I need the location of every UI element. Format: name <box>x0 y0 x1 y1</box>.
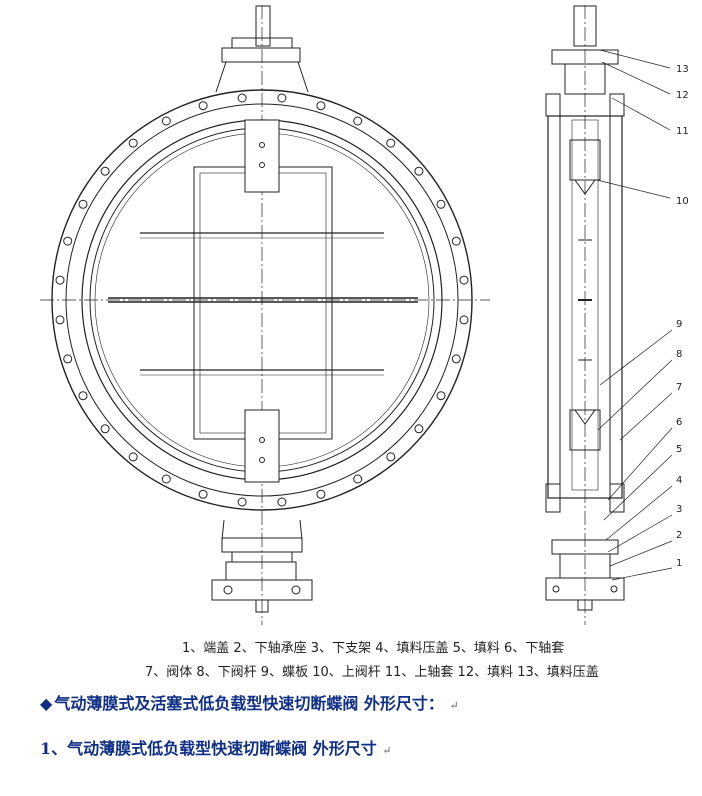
part-number-10: 10 <box>676 196 689 207</box>
heading-2-text: 1、气动薄膜式低负载型快速切断蝶阀 外形尺寸 <box>40 739 377 758</box>
part-number-13: 13 <box>676 64 689 75</box>
part-number-labels: 13 12 11 10 9 8 7 6 5 4 3 2 1 <box>676 64 689 569</box>
bolt-hole <box>459 275 469 285</box>
bolt-hole <box>414 424 424 434</box>
bullet-icon: ◆ <box>40 694 53 713</box>
part-number-4: 4 <box>676 475 682 486</box>
bolt-hole <box>78 199 88 209</box>
bolt-hole <box>436 391 446 401</box>
side-view <box>545 5 625 625</box>
part-number-3: 3 <box>676 504 682 515</box>
bolt-hole <box>414 166 424 176</box>
paragraph-mark-icon: ↵ <box>382 744 392 757</box>
part-number-1: 1 <box>676 558 682 569</box>
bolt-hole <box>316 101 326 111</box>
bolt-hole <box>198 489 208 499</box>
bolt-hole <box>353 116 363 126</box>
bolt-hole <box>198 101 208 111</box>
part-number-9: 9 <box>676 319 682 330</box>
bolt-hole <box>459 315 469 325</box>
front-view <box>51 5 473 613</box>
part-number-7: 7 <box>676 382 682 393</box>
part-number-8: 8 <box>676 349 682 360</box>
bolt-hole <box>436 199 446 209</box>
heading-1-text: 气动薄膜式及活塞式低负载型快速切断蝶阀 外形尺寸： <box>54 694 444 713</box>
legend-line-2: 7、阀体 8、下阀杆 9、蝶板 10、上阀杆 11、上轴套 12、填料 13、填… <box>145 665 599 680</box>
legend-line-1: 1、端盖 2、下轴承座 3、下支架 4、填料压盖 5、填料 6、下轴套 <box>182 641 565 656</box>
part-number-2: 2 <box>676 530 682 541</box>
bolt-hole <box>100 424 110 434</box>
bolt-hole <box>386 452 396 462</box>
valve-drawing: 13 12 11 10 9 8 7 6 5 4 3 2 1 <box>40 5 689 625</box>
bolt-hole <box>237 93 247 103</box>
bolt-hole <box>55 315 65 325</box>
bolt-hole <box>316 489 326 499</box>
part-number-5: 5 <box>676 444 682 455</box>
bolt-hole <box>63 354 73 364</box>
bolt-hole <box>161 116 171 126</box>
paragraph-mark-icon: ↵ <box>449 699 459 712</box>
bolt-hole <box>277 497 287 507</box>
bolt-hole <box>128 452 138 462</box>
bolt-hole <box>78 391 88 401</box>
bolt-hole <box>237 497 247 507</box>
part-number-6: 6 <box>676 417 682 428</box>
bolt-hole <box>451 354 461 364</box>
bolt-hole <box>277 93 287 103</box>
bolt-hole <box>128 138 138 148</box>
bolt-hole <box>63 236 73 246</box>
heading-diaphragm-valve: 1、气动薄膜式低负载型快速切断蝶阀 外形尺寸 ↵ <box>40 735 392 759</box>
bolt-hole <box>353 474 363 484</box>
bolt-hole <box>161 474 171 484</box>
part-number-12: 12 <box>676 90 689 101</box>
bolt-hole <box>55 275 65 285</box>
bolt-hole <box>386 138 396 148</box>
bolt-hole <box>451 236 461 246</box>
part-number-11: 11 <box>676 126 689 137</box>
bolt-hole <box>100 166 110 176</box>
heading-pneumatic-valve: ◆气动薄膜式及活塞式低负载型快速切断蝶阀 外形尺寸： ↵ <box>40 690 459 714</box>
